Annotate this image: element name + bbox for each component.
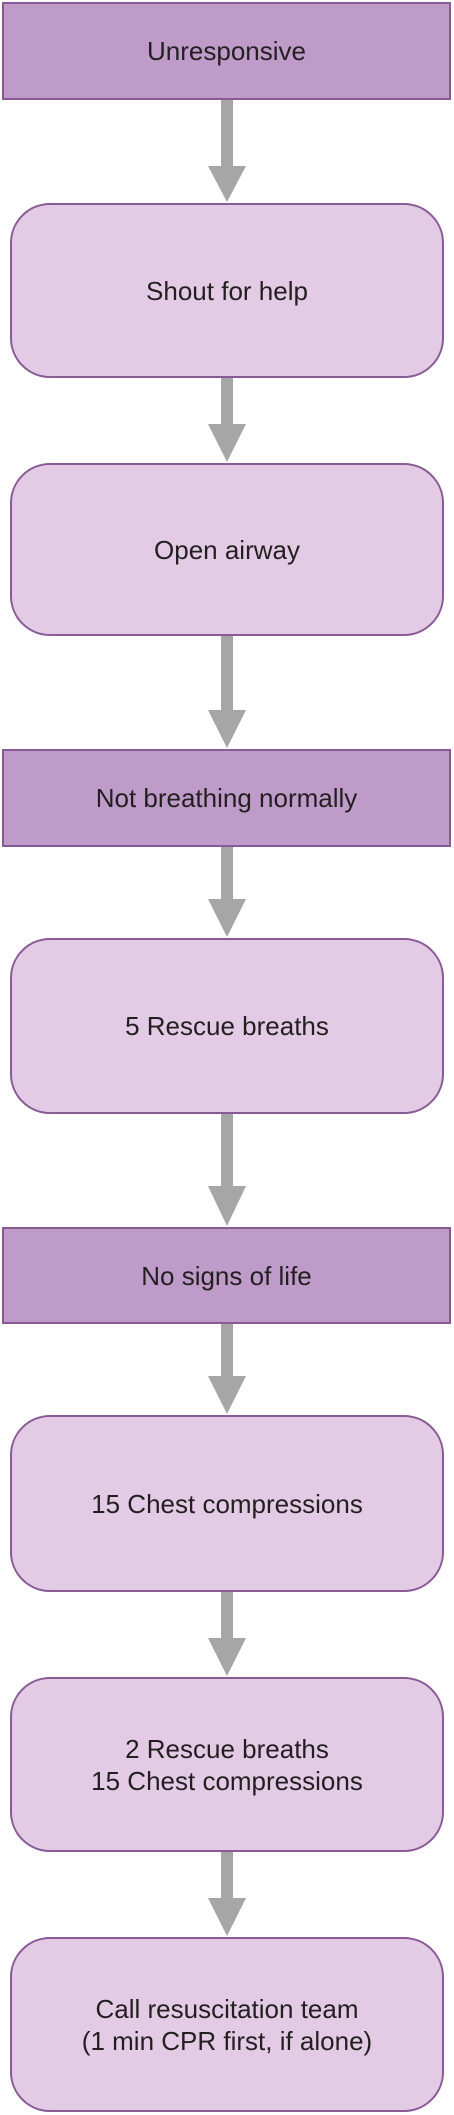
step-call-resuscitation-team: Call resuscitation team (1 min CPR first…: [10, 1937, 444, 2112]
arrow-6: [208, 1324, 246, 1414]
arrow-2: [208, 378, 246, 462]
step-shout-for-help: Shout for help: [10, 203, 444, 378]
step-no-signs-of-life: No signs of life: [2, 1227, 451, 1324]
step-label: Not breathing normally: [95, 783, 358, 813]
arrow-5: [208, 1114, 246, 1226]
arrow-7: [208, 1592, 246, 1676]
step-label-line-1: 2 Rescue breaths: [125, 1733, 329, 1764]
step-2-rescue-breaths-15-chest-compressions: 2 Rescue breaths 15 Chest compressions: [10, 1677, 444, 1852]
step-label: 5 Rescue breaths: [125, 1011, 329, 1041]
step-unresponsive: Unresponsive: [2, 2, 451, 100]
step-label: 15 Chest compressions: [91, 1488, 363, 1519]
step-label-line-2: (1 min CPR first, if alone): [81, 2025, 373, 2056]
step-label-line-1: Call resuscitation team: [95, 1993, 359, 2024]
step-label: No signs of life: [141, 1260, 312, 1291]
step-open-airway: Open airway: [10, 463, 444, 636]
arrow-4: [208, 847, 246, 937]
step-5-rescue-breaths: 5 Rescue breaths: [10, 938, 444, 1114]
step-not-breathing-normally: Not breathing normally: [2, 749, 451, 847]
arrow-1: [208, 100, 246, 202]
step-label: Open airway: [154, 534, 300, 565]
arrow-8: [208, 1852, 246, 1936]
step-label-line-2: 15 Chest compressions: [91, 1765, 363, 1796]
arrow-3: [208, 636, 246, 748]
step-15-chest-compressions: 15 Chest compressions: [10, 1415, 444, 1592]
step-label: Unresponsive: [147, 36, 306, 66]
step-label: Shout for help: [146, 275, 308, 306]
